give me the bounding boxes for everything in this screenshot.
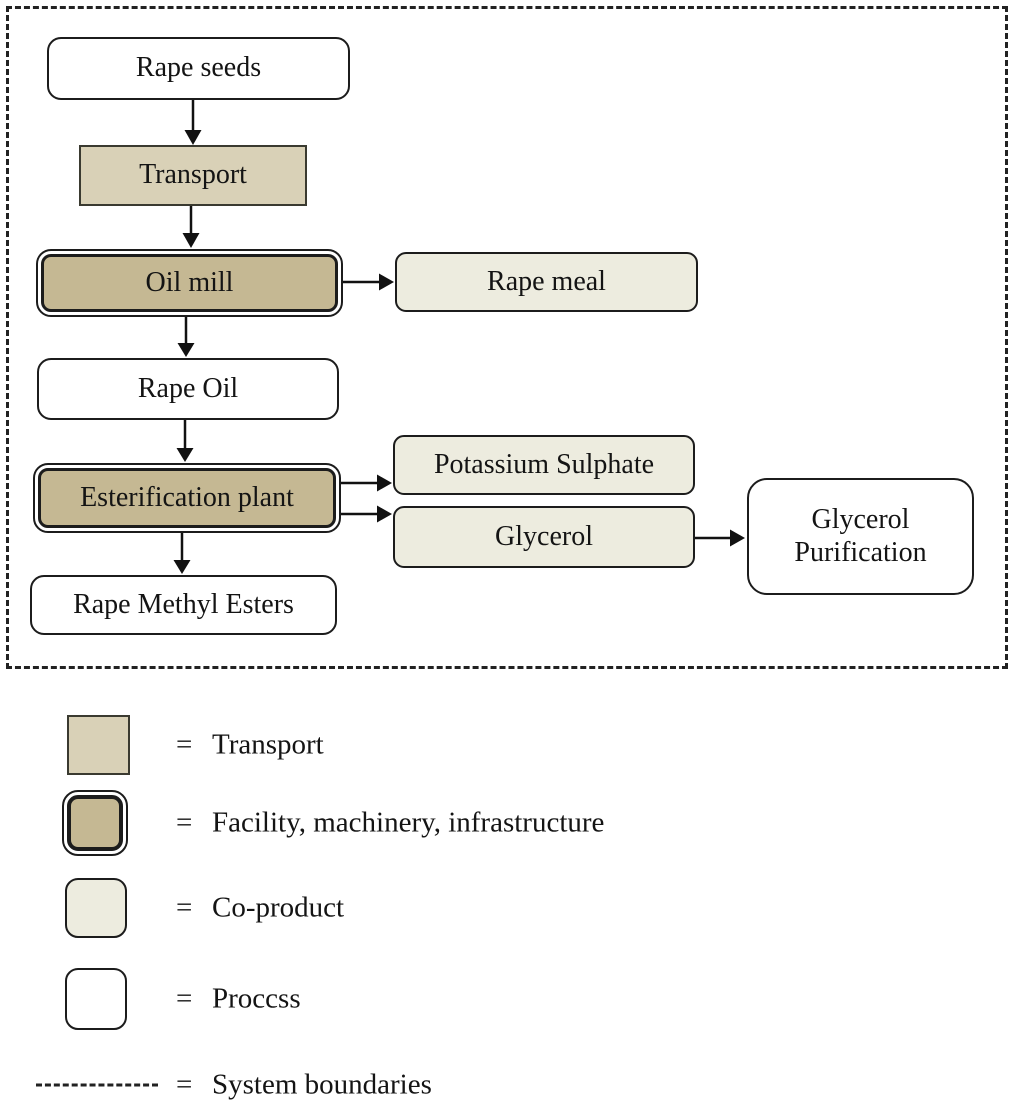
- legend-swatch-co-product: [65, 878, 127, 938]
- legend-label-facility: Facility, machinery, infrastructure: [212, 806, 605, 839]
- legend-equals: =: [176, 1068, 193, 1101]
- node-esterification-plant-label: Esterification plant: [38, 468, 336, 528]
- node-glycerol: Glycerol: [393, 506, 695, 568]
- legend-label-process: Proccss: [212, 982, 301, 1015]
- legend-swatch-dashed-line: [36, 1083, 158, 1087]
- legend-row-co-product: = Co-product: [0, 878, 760, 938]
- node-esterification-plant: Esterification plant: [33, 463, 341, 533]
- legend-row-transport: = Transport: [0, 715, 760, 775]
- node-rape-meal: Rape meal: [395, 252, 698, 312]
- legend-label-system-boundaries: System boundaries: [212, 1068, 432, 1101]
- legend-swatch-facility-inner: [67, 795, 123, 851]
- legend-swatch-process: [65, 968, 127, 1030]
- legend-row-facility: = Facility, machinery, infrastructure: [0, 790, 760, 856]
- legend-row-system-boundaries: = System boundaries: [0, 1068, 760, 1102]
- node-rape-methyl-esters: Rape Methyl Esters: [30, 575, 337, 635]
- legend-equals: =: [176, 728, 193, 761]
- legend-equals: =: [176, 982, 193, 1015]
- legend-label-transport: Transport: [212, 728, 324, 761]
- node-oil-mill: Oil mill: [36, 249, 343, 317]
- legend-swatch-transport: [67, 715, 130, 775]
- node-oil-mill-label: Oil mill: [41, 254, 338, 312]
- legend-row-process: = Proccss: [0, 968, 760, 1030]
- legend-swatch-facility: [62, 790, 128, 856]
- node-glycerol-purification: Glycerol Purification: [747, 478, 974, 595]
- node-rape-oil: Rape Oil: [37, 358, 339, 420]
- node-potassium-sulphate: Potassium Sulphate: [393, 435, 695, 495]
- legend-equals: =: [176, 891, 193, 924]
- system-boundary-box: [6, 6, 1008, 669]
- legend-label-co-product: Co-product: [212, 891, 345, 924]
- node-rape-seeds: Rape seeds: [47, 37, 350, 100]
- legend-equals: =: [176, 806, 193, 839]
- node-transport: Transport: [79, 145, 307, 206]
